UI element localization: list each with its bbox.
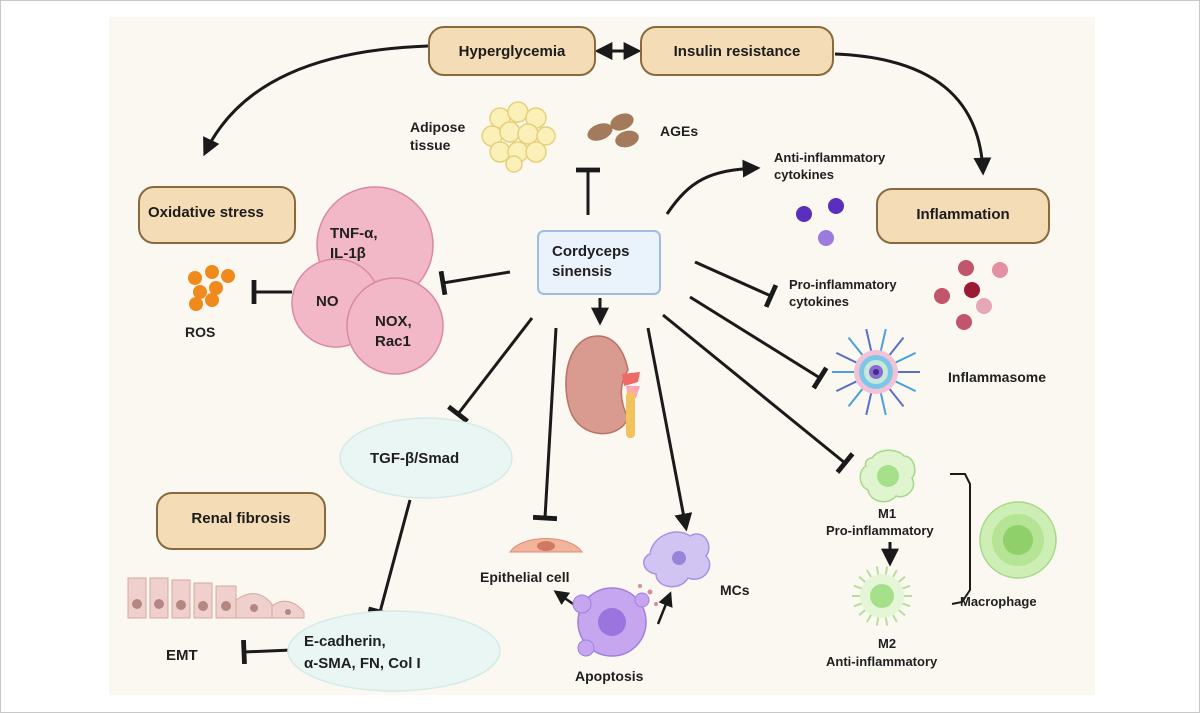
- kidney-icon: [565, 335, 640, 438]
- epithelial-tubule-icon: [127, 577, 305, 619]
- anti-cytokine-dots: [796, 198, 844, 246]
- inhibit-tgf: [447, 317, 534, 424]
- hyperglycemia-label: Hyperglycemia: [458, 42, 566, 60]
- inflammation-label: Inflammation: [916, 206, 1010, 223]
- ecadherin-oval: [287, 610, 501, 692]
- insulin-resistance-box: Insulin resistance: [640, 26, 834, 76]
- label-m1: M1: [878, 506, 896, 521]
- label-adipose-2: tissue: [410, 137, 451, 153]
- inflammasome-ray: [835, 379, 859, 392]
- inhibit-tnf: [438, 270, 511, 296]
- label-tnf-2: IL-1β: [330, 245, 366, 262]
- m2-body: [870, 584, 894, 608]
- ros-icon: [188, 265, 235, 311]
- pro-cytokine-dots: [934, 260, 1008, 330]
- label-pro-cyt-1: Pro-inflammatory: [789, 277, 897, 292]
- label-epithelial: Epithelial cell: [480, 569, 569, 585]
- svg-labels: Adipose tissue AGEs Anti-inflammatory cy…: [166, 119, 1046, 684]
- label-nox-1: NOX,: [375, 313, 412, 330]
- inhibit-emt: [241, 639, 293, 665]
- epithelial-cell-icon: [509, 538, 583, 553]
- cytokine-cluster: [291, 186, 444, 375]
- inhibit-m1: [662, 313, 855, 474]
- label-tgf: TGF-β/Smad: [370, 450, 459, 467]
- oxidative-stress-label: Oxidative stress: [148, 204, 264, 221]
- label-anti-cyt-2: cytokines: [774, 167, 834, 182]
- arrow-anti-cytokines: [665, 159, 761, 215]
- inflammasome-ray: [865, 391, 873, 416]
- apoptosis-cell-icon: [572, 584, 658, 657]
- label-mcs: MCs: [720, 582, 750, 598]
- inflammation-box: Inflammation: [876, 188, 1050, 244]
- arrow-apop-mcs: [656, 591, 673, 625]
- label-ecad-1: E-cadherin,: [304, 633, 386, 650]
- label-apoptosis: Apoptosis: [575, 668, 644, 684]
- inflammasome-ray: [835, 352, 859, 365]
- mcs-cell-icon: [643, 531, 711, 588]
- arrow-mcs: [646, 327, 693, 532]
- label-nox-2: Rac1: [375, 333, 411, 350]
- label-ecad-2: α-SMA, FN, Col I: [304, 655, 421, 672]
- inflammasome-ray: [893, 379, 917, 392]
- inflammasome-ray: [879, 391, 887, 416]
- label-inflammasome: Inflammasome: [948, 369, 1046, 385]
- renal-fibrosis-label: Renal fibrosis: [191, 510, 291, 527]
- label-macrophage: Macrophage: [960, 594, 1037, 609]
- label-m2: M2: [878, 636, 896, 651]
- label-emt: EMT: [166, 647, 198, 664]
- oxidative-stress-box: Oxidative stress: [138, 186, 296, 244]
- inhibit-epithelial: [532, 327, 558, 522]
- m1-macrophage-icon: [859, 449, 916, 503]
- tgf-oval: [339, 417, 513, 499]
- macrophage-icon: [979, 501, 1057, 579]
- renal-fibrosis-box: Renal fibrosis: [156, 492, 326, 550]
- inhibit-pro-cytokines: [694, 260, 779, 308]
- label-m1-sub: Pro-inflammatory: [826, 523, 934, 538]
- inflammasome-ray: [893, 352, 917, 365]
- hyperglycemia-box: Hyperglycemia: [428, 26, 596, 76]
- label-ros: ROS: [185, 324, 215, 340]
- label-ages: AGEs: [660, 123, 698, 139]
- cordyceps-box: [537, 230, 661, 295]
- inflammasome-ray: [887, 387, 905, 408]
- label-center-1: Cordyceps: [552, 243, 630, 260]
- inhibit-ecadherin: [367, 499, 412, 618]
- ages-icon: [587, 113, 639, 148]
- adipose-tissue-icon: [481, 101, 556, 173]
- insulin-resistance-label: Insulin resistance: [673, 42, 801, 60]
- inflammasome-ray: [887, 336, 905, 357]
- label-adipose-1: Adipose: [410, 119, 465, 135]
- inhibit-inflammasome: [689, 295, 829, 390]
- m2-macrophage-icon: [852, 566, 912, 626]
- inflammasome-ring: [873, 369, 879, 375]
- label-m2-sub: Anti-inflammatory: [826, 654, 938, 669]
- label-no: NO: [316, 293, 339, 310]
- connectors: [203, 42, 992, 665]
- label-center-2: sinensis: [552, 263, 612, 280]
- inflammasome-ray: [847, 387, 865, 408]
- inflammasome-ray: [847, 336, 865, 357]
- macrophage-bracket: [950, 473, 971, 605]
- arrow-insulin-inflammation: [834, 52, 992, 176]
- label-tnf-1: TNF-α,: [330, 225, 378, 242]
- label-pro-cyt-2: cytokines: [789, 294, 849, 309]
- inflammasome-ray: [865, 328, 873, 353]
- inflammasome-ray: [879, 328, 887, 353]
- inflammasome-icon: [832, 328, 920, 416]
- label-anti-cyt-1: Anti-inflammatory: [774, 150, 886, 165]
- arrow-hyper-oxidative: [203, 44, 429, 157]
